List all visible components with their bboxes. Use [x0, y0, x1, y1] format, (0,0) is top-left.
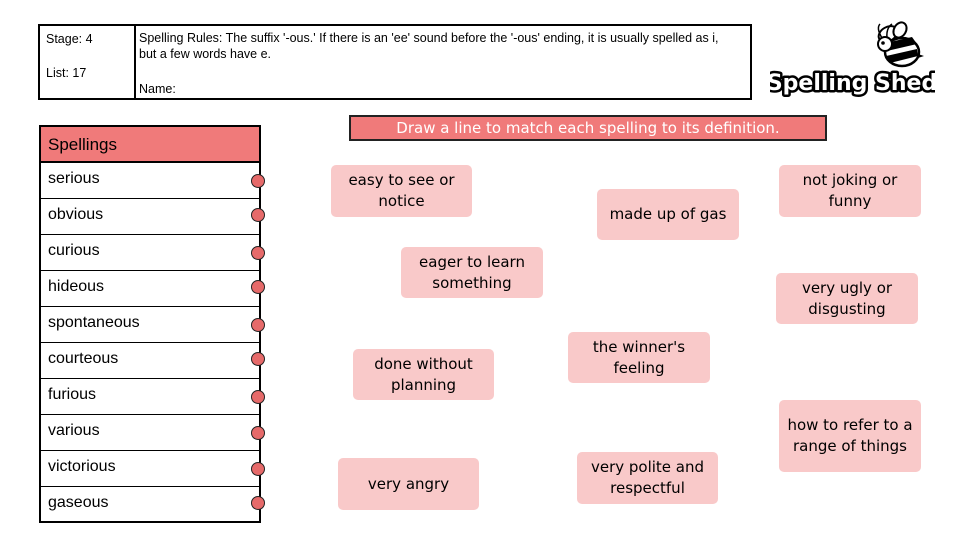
- spellings-header: Spellings: [41, 127, 259, 163]
- match-dot[interactable]: [251, 280, 265, 294]
- spelling-word: courteous: [48, 350, 119, 367]
- spelling-row: obvious: [41, 199, 259, 235]
- match-dot[interactable]: [251, 208, 265, 222]
- spelling-word: furious: [48, 386, 97, 403]
- definition-card[interactable]: not joking or funny: [779, 165, 921, 217]
- instruction-banner: Draw a line to match each spelling to it…: [349, 115, 827, 141]
- definition-text: not joking or funny: [802, 171, 898, 210]
- spelling-word: spontaneous: [48, 314, 140, 331]
- spellings-title: Spellings: [48, 135, 117, 154]
- logo-text-outline: Spelling Shed: [770, 71, 935, 96]
- definition-text: very angry: [367, 474, 450, 493]
- definition-card[interactable]: made up of gas: [597, 189, 739, 240]
- match-dot[interactable]: [251, 246, 265, 260]
- match-dot[interactable]: [251, 318, 265, 332]
- definition-card[interactable]: eager to learn something: [401, 247, 543, 298]
- match-dot[interactable]: [251, 496, 265, 510]
- spelling-row: various: [41, 415, 259, 451]
- spelling-row: hideous: [41, 271, 259, 307]
- spelling-word: curious: [48, 242, 100, 259]
- spelling-word: obvious: [48, 206, 104, 223]
- spellings-table: Spellings serious obvious curious hideou…: [39, 125, 261, 523]
- definition-text: the winner's feeling: [592, 337, 686, 377]
- spelling-row: gaseous: [41, 487, 259, 523]
- spelling-row: victorious: [41, 451, 259, 487]
- definition-text: eager to learn something: [419, 252, 525, 292]
- spelling-row: spontaneous: [41, 307, 259, 343]
- list-label: List: 17: [46, 66, 87, 80]
- match-dot[interactable]: [251, 426, 265, 440]
- spelling-row: courteous: [41, 343, 259, 379]
- definition-card[interactable]: how to refer to a range of things: [779, 400, 921, 472]
- definition-text: very polite and respectful: [590, 458, 705, 497]
- definition-card[interactable]: done without planning: [353, 349, 494, 400]
- spelling-word: serious: [48, 170, 100, 187]
- spelling-word: various: [48, 422, 100, 439]
- spelling-word: hideous: [48, 278, 105, 295]
- definition-card[interactable]: easy to see or notice: [331, 165, 472, 217]
- spelling-row: serious: [41, 163, 259, 199]
- stage-label: Stage: 4: [46, 32, 93, 46]
- spelling-word: victorious: [48, 458, 116, 475]
- bee-icon: Spelling Shed Spelling Shed: [764, 21, 940, 99]
- spelling-shed-logo: Spelling Shed Spelling Shed: [764, 12, 940, 102]
- spelling-word: gaseous: [48, 494, 109, 511]
- match-dot[interactable]: [251, 174, 265, 188]
- logo-text: Spelling Shed: [770, 71, 935, 96]
- definition-text: very ugly or disgusting: [801, 278, 893, 318]
- name-label: Name:: [139, 82, 176, 96]
- definition-text: made up of gas: [609, 205, 727, 223]
- spelling-rules: Spelling Rules: The suffix '-ous.' If th…: [139, 31, 719, 61]
- definition-text: done without planning: [374, 354, 473, 394]
- header-box: [38, 24, 752, 100]
- definition-text: easy to see or notice: [348, 171, 455, 210]
- definition-card[interactable]: very angry: [338, 458, 479, 510]
- definition-card[interactable]: the winner's feeling: [568, 332, 710, 383]
- header-divider: [134, 26, 136, 98]
- match-dot[interactable]: [251, 462, 265, 476]
- match-dot[interactable]: [251, 352, 265, 366]
- match-dot[interactable]: [251, 390, 265, 404]
- spelling-row: curious: [41, 235, 259, 271]
- definition-card[interactable]: very ugly or disgusting: [776, 273, 918, 324]
- spelling-row: furious: [41, 379, 259, 415]
- definition-text: how to refer to a range of things: [787, 416, 913, 455]
- definition-card[interactable]: very polite and respectful: [577, 452, 718, 504]
